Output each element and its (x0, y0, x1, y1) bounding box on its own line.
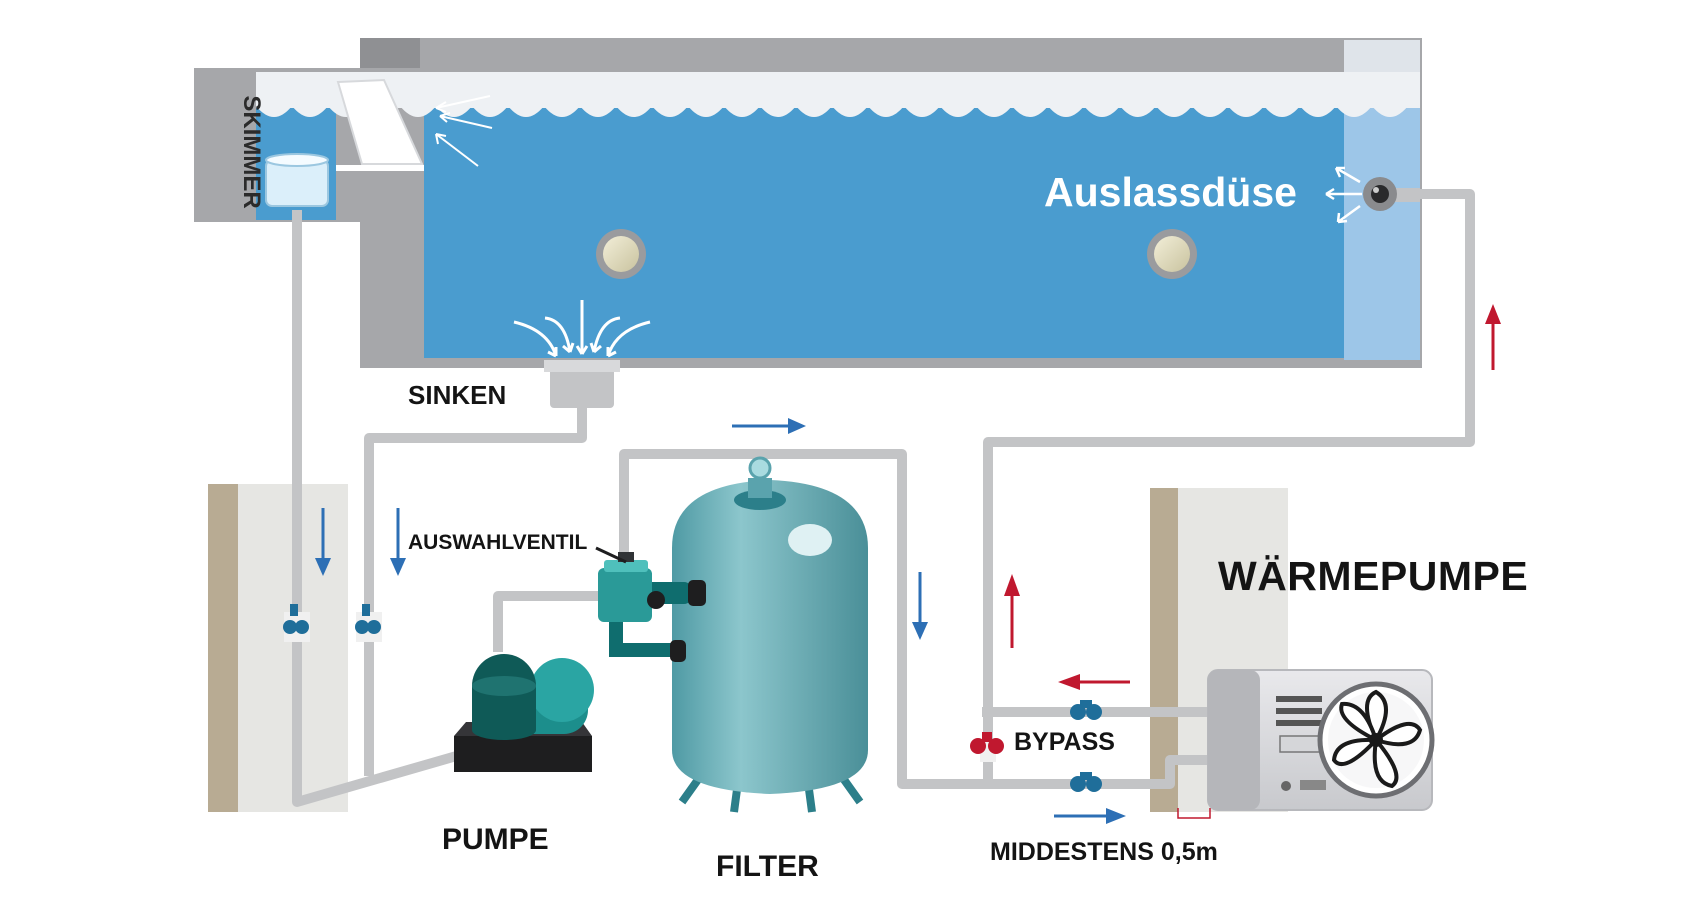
pipes (292, 189, 1475, 807)
heat-pump-inlet-valve (1070, 772, 1102, 792)
pool-light-right (1147, 229, 1197, 279)
arrow-top-right (732, 418, 806, 434)
arrow-return-up-right (1485, 304, 1501, 370)
pool-water (424, 72, 1344, 358)
pump-to-valve-pipe (493, 591, 606, 652)
drain-flow-arrows (513, 300, 651, 358)
heat-pump-outlet-valve (1070, 700, 1102, 720)
filter-outlet-pipe (619, 449, 980, 789)
arrow-return-up (1004, 574, 1020, 648)
sink-label: SINKEN (408, 380, 507, 410)
heat-pump-label: WÄRMEPUMPE (1218, 553, 1529, 599)
pump-label: PUMPE (442, 823, 549, 856)
water-surface-waves (256, 98, 1408, 117)
main-drain (544, 360, 620, 408)
selector-valve (595, 546, 706, 662)
pool (194, 38, 1422, 408)
bypass-label: BYPASS (1014, 728, 1115, 756)
outlet-nozzle (1363, 177, 1420, 211)
flow-arrows-red (1004, 304, 1501, 690)
sand-filter (672, 456, 868, 813)
arrow-drain-down (390, 508, 406, 576)
return-pipe (983, 189, 1475, 712)
flow-arrows-blue (315, 418, 1126, 824)
bypass-valve (970, 732, 1004, 762)
left-wall (208, 484, 348, 812)
outlet-nozzle-label: Auslassdüse (1044, 169, 1297, 215)
outlet-flow-arrows (1325, 166, 1362, 224)
filter-label: FILTER (716, 850, 819, 883)
skimmer-weir (336, 78, 424, 165)
skimmer-pipe (292, 210, 500, 807)
min-distance-label: MIDDESTENS 0,5m (990, 838, 1218, 866)
arrow-heat-pump-out (1058, 674, 1130, 690)
selector-valve-label: AUSWAHLVENTIL (408, 531, 588, 554)
skimmer-basket (265, 153, 329, 207)
arrow-heat-pump-in (1054, 808, 1126, 824)
min-distance-marker (1177, 808, 1211, 819)
skimmer-valve (283, 604, 310, 642)
surface-flow-arrows (435, 95, 493, 167)
fan-blades (1331, 689, 1423, 789)
pool-light-left (596, 229, 646, 279)
drain-valve (355, 604, 382, 642)
arrow-filter-outlet-down (912, 572, 928, 640)
skimmer-label: SKIMMER (238, 95, 265, 209)
heat-pump (1207, 669, 1435, 811)
arrow-skimmer-down (315, 508, 331, 576)
pump (454, 654, 594, 772)
